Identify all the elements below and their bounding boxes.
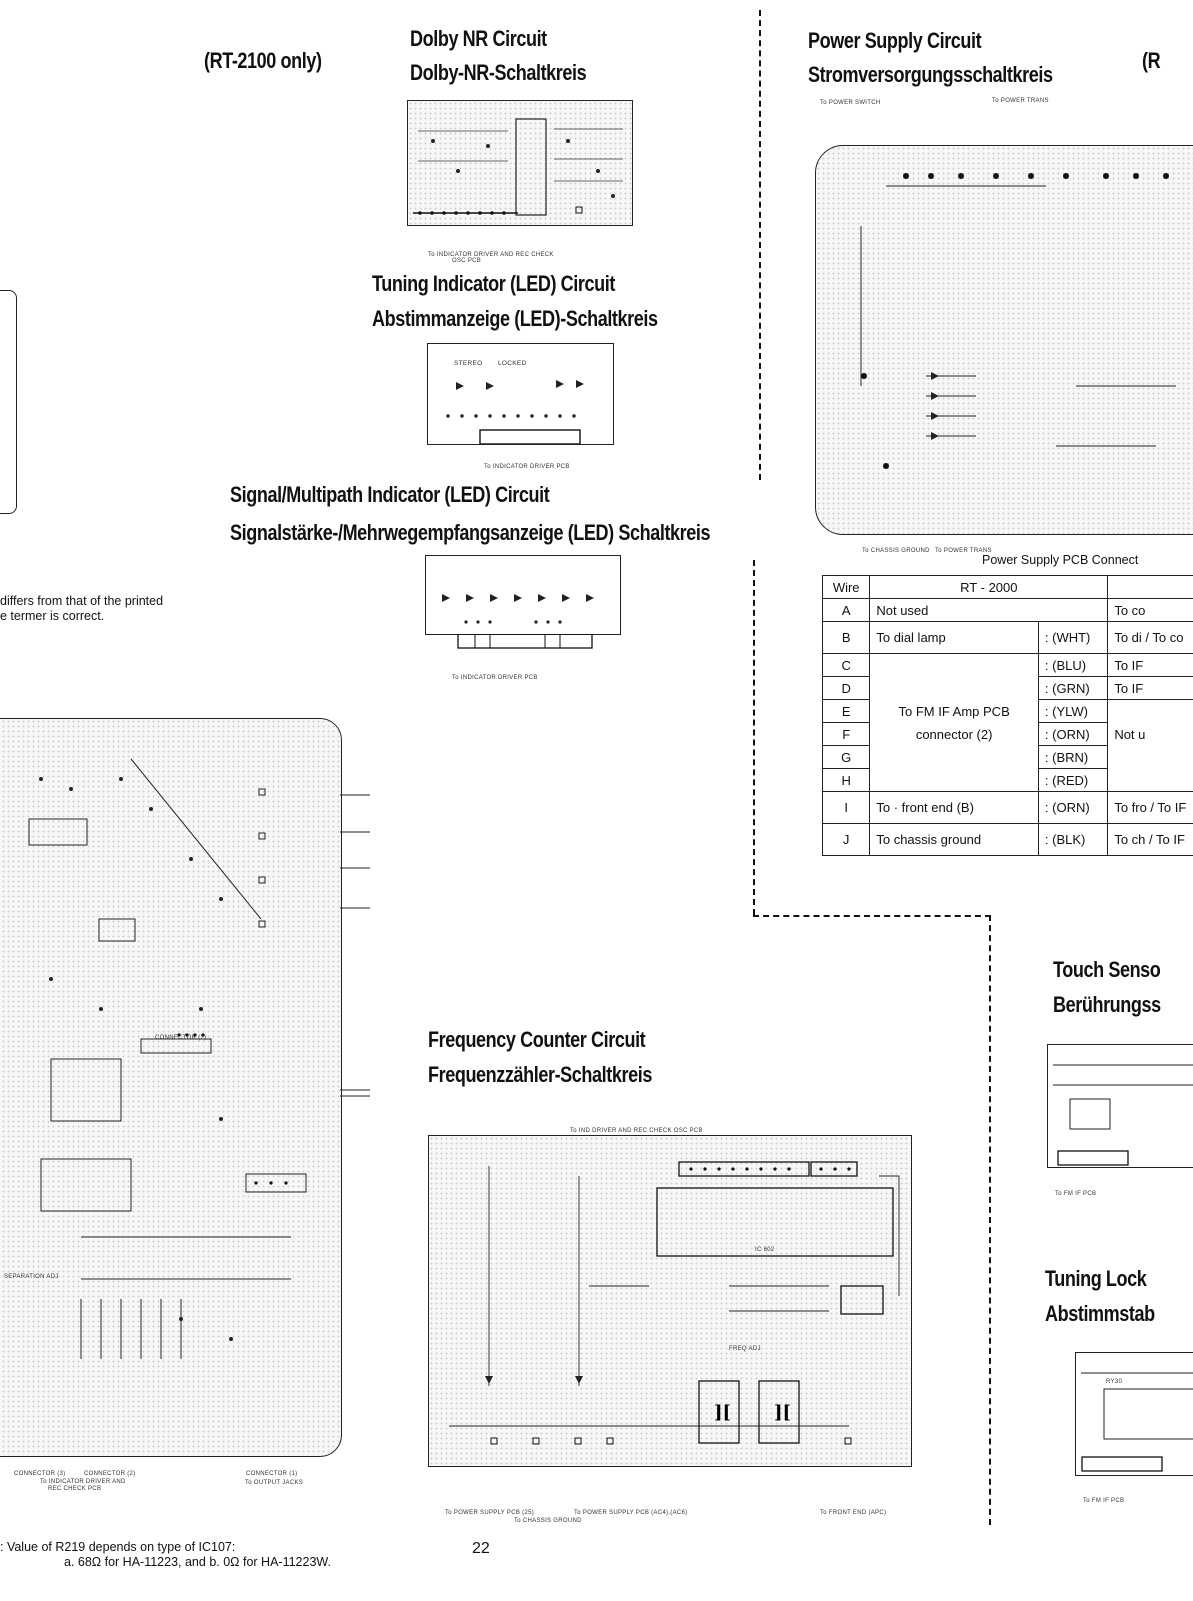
divider-horizontal (753, 915, 991, 917)
main-output: To OUTPUT JACKS (245, 1480, 304, 1486)
power-connection-table: Wire RT - 2000 A Not used To co B To dia… (821, 575, 1193, 856)
page-number: 22 (472, 1540, 490, 1557)
svg-text:][: ][ (774, 1402, 791, 1423)
main-board-wires (340, 794, 370, 1097)
freq-bottom-1: To POWER SUPPLY PCB (25) (445, 1510, 535, 1516)
divider-top (759, 10, 761, 480)
table-row: H : (RED) (821, 768, 1193, 792)
main-separation: SEPARATION ADJ (4, 1274, 59, 1280)
divider-bottom (989, 915, 991, 1525)
power-supply-pcb (815, 145, 1193, 535)
table-row: D : (GRN) To IF (821, 676, 1193, 700)
freq-adj-label: FREQ ADJ (729, 1346, 761, 1352)
power-title-en: Power Supply Circuit (808, 28, 982, 53)
power-title-cut: (R (1142, 48, 1161, 73)
col-wire: Wire (821, 575, 871, 599)
main-connector-mid: CONNECTOR (2) (155, 1035, 207, 1041)
table-caption: Power Supply PCB Connect (982, 553, 1139, 567)
touch-title-de: Berührungss (1053, 992, 1161, 1017)
main-bottom-1: To INDICATOR DRIVER AND (40, 1479, 126, 1485)
lock-bottom-label: To FM IF PCB (1083, 1498, 1125, 1504)
tuning-bottom-label: To INDICATOR DRIVER PCB (484, 464, 570, 470)
tuning-pcb: STEREO LOCKED (427, 343, 614, 445)
r219-note-2: a. 68Ω for HA-11223, and b. 0Ω for HA-11… (64, 1555, 331, 1569)
tuning-title-en: Tuning Indicator (LED) Circuit (372, 271, 615, 296)
table-row: A Not used To co (821, 598, 1193, 622)
table-row: E To FM IF Amp PCB : (YLW) (821, 699, 1193, 723)
left-partial-board (0, 290, 17, 514)
freq-title-en: Frequency Counter Circuit (428, 1027, 646, 1052)
main-connector3: CONNECTOR (3) (14, 1471, 66, 1477)
touch-sensor-traces (1053, 1064, 1193, 1166)
main-connector1: CONNECTOR (1) (246, 1471, 298, 1477)
col-rt2000: RT - 2000 (869, 575, 1109, 599)
tuning-stereo-label: STEREO (454, 360, 483, 367)
freq-counter-traces: ][ ][ (449, 1161, 900, 1445)
table-row: G : (BRN) (821, 745, 1193, 769)
dolby-pcb (407, 100, 633, 226)
lock-ry-label: RY30 (1106, 1379, 1123, 1385)
power-trans-label: To POWER TRANS (992, 98, 1049, 104)
tuning-lock-traces (1081, 1372, 1193, 1472)
power-title-de: Stromversorgungsschaltkreis (808, 62, 1053, 87)
freq-counter-pcb: ][ ][ IC 602 FREQ ADJ (428, 1135, 912, 1467)
table-row: F connector (2) : (ORN) Not u (821, 722, 1193, 746)
divider-mid (753, 560, 755, 915)
dolby-bottom-label-1: To INDICATOR DRIVER AND REC CHECK (428, 252, 554, 258)
signal-title-en: Signal/Multipath Indicator (LED) Circuit (230, 482, 550, 507)
power-trans-bottom-label: To POWER TRANS (935, 548, 992, 554)
main-fm-pcb (0, 718, 342, 1457)
table-row: B To dial lamp : (WHT) To di / To co (821, 621, 1193, 654)
r219-note-1: : Value of R219 depends on type of IC107… (0, 1540, 236, 1554)
svg-text:][: ][ (714, 1402, 731, 1423)
power-supply-traces (860, 173, 1176, 469)
touch-title-en: Touch Senso (1053, 957, 1161, 982)
signal-leds (442, 594, 594, 624)
freq-bottom-4: To FRONT END (APC) (820, 1510, 887, 1516)
main-connector2: CONNECTOR (2) (84, 1471, 136, 1477)
power-chassis-label: To CHASSIS GROUND (862, 548, 930, 554)
tuning-lock-pcb: RY30 (1075, 1352, 1193, 1476)
power-switch-label: To POWER SWITCH (820, 100, 881, 106)
signal-pcb (425, 555, 621, 635)
touch-bottom-label: To FM IF PCB (1055, 1191, 1097, 1197)
dolby-circuit-traces (413, 118, 623, 216)
freq-ic-label: IC 602 (755, 1247, 775, 1253)
freq-bottom-2: To CHASSIS GROUND (514, 1518, 582, 1524)
tuning-circuit (446, 380, 584, 445)
signal-connector (457, 634, 593, 649)
rt2100-only-title: (RT-2100 only) (204, 48, 322, 73)
tuning-locked-label: LOCKED (498, 360, 527, 367)
freq-bottom-3: To POWER SUPPLY PCB (AC4),(AC6) (574, 1510, 688, 1516)
tuning-title-de: Abstimmanzeige (LED)-Schaltkreis (372, 306, 658, 331)
signal-title-de: Signalstärke-/Mehrwegempfangsanzeige (LE… (230, 520, 711, 545)
differs-note-2: e termer is correct. (0, 609, 105, 623)
table-row: C : (BLU) To IF (821, 653, 1193, 677)
touch-sensor-pcb (1047, 1044, 1193, 1168)
freq-top-label: To IND DRIVER AND REC CHECK OSC PCB (570, 1128, 703, 1134)
differs-note-1: differs from that of the printed (0, 594, 164, 608)
col-right (1107, 575, 1193, 599)
lock-title-de: Abstimmstab (1045, 1301, 1155, 1326)
main-bottom-2: REC CHECK PCB (48, 1486, 102, 1492)
dolby-title-de: Dolby-NR-Schaltkreis (410, 60, 587, 85)
signal-bottom-label: To INDICATOR DRIVER PCB (452, 675, 538, 681)
table-row: J To chassis ground : (BLK) To ch / To I… (821, 823, 1193, 856)
dolby-title-en: Dolby NR Circuit (410, 26, 547, 51)
main-fm-traces (28, 758, 307, 1359)
freq-title-de: Frequenzzähler-Schaltkreis (428, 1062, 652, 1087)
table-row: I To · front end (B) : (ORN) To fro / To… (821, 791, 1193, 824)
dolby-bottom-label-2: OSC PCB (452, 258, 482, 264)
lock-title-en: Tuning Lock (1045, 1266, 1147, 1291)
